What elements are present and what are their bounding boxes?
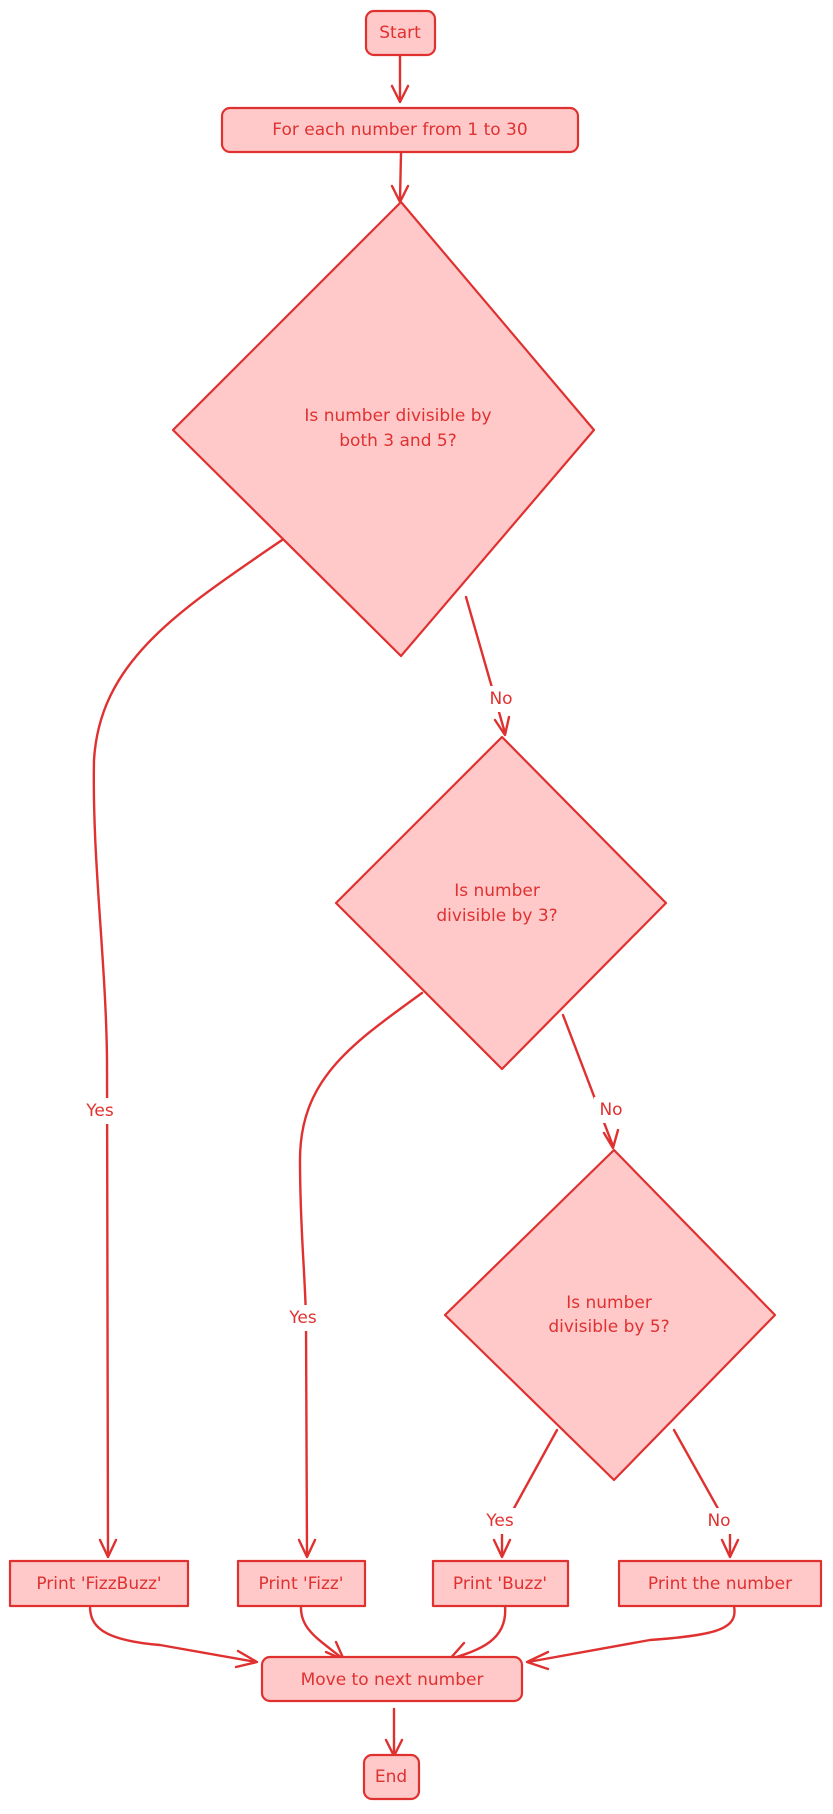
arrow-head [492,1538,512,1559]
print-buzz-node[interactable]: Print 'Buzz' [431,1559,570,1608]
decision-div5-line2: divisible by 5? [548,1317,669,1337]
loop-node[interactable]: For each number from 1 to 30 [220,106,580,154]
next-number-label: Move to next number [301,1670,484,1690]
edge-div3-yes [298,991,424,1558]
decision-div3-line2: divisible by 3? [436,906,557,926]
arrow-head [602,1128,620,1150]
end-node[interactable]: End [362,1753,421,1801]
edge-label-div5-no: No [707,1511,730,1531]
print-fizz-node[interactable]: Print 'Fizz' [236,1559,367,1608]
edge-label-div3-no: No [599,1100,622,1120]
decision-div5[interactable]: Is number divisible by 5? [443,1148,777,1482]
end-node-label: End [375,1767,407,1787]
print-number-label: Print the number [648,1574,792,1594]
print-buzz-label: Print 'Buzz' [453,1574,547,1594]
decision-div5-line1: Is number [566,1293,652,1313]
next-number-node[interactable]: Move to next number [260,1655,524,1703]
edge-div15-yes [92,536,287,1558]
edge-loop-to-div15 [398,151,403,202]
edge-label-div15-no: No [489,689,512,709]
decision-div3[interactable]: Is number divisible by 3? [334,735,668,1071]
edge-div5-yes [500,1428,559,1558]
arrow-head [525,1650,550,1671]
decision-div15-line1: Is number divisible by [304,406,491,426]
arrow-head [234,1649,259,1669]
start-node-label: Start [379,23,421,43]
edge-number-to-next [526,1604,736,1664]
edge-div3-no [561,1013,615,1148]
arrow-head [493,715,511,737]
arrow-head [98,1538,118,1559]
edge-label-div5-yes: Yes [485,1511,514,1531]
start-node[interactable]: Start [364,9,437,57]
arrow-head [297,1538,317,1559]
loop-node-label: For each number from 1 to 30 [272,120,527,140]
edge-div5-no [672,1428,732,1558]
nodes: Start For each number from 1 to 30 Is nu… [8,9,823,1801]
edge-fizz-to-next [299,1604,345,1661]
decision-div15[interactable]: Is number divisible by both 3 and 5? [171,200,596,658]
edge-label-div3-yes: Yes [288,1308,317,1328]
decision-div15-line2: both 3 and 5? [339,431,456,451]
decision-div3-line1: Is number [454,881,540,901]
print-fizzbuzz-node[interactable]: Print 'FizzBuzz' [8,1559,190,1608]
print-fizz-label: Print 'Fizz' [259,1574,344,1594]
arrow-head [390,84,410,104]
edge-labels: Yes No Yes No Yes No [80,686,736,1534]
arrow-head [720,1538,740,1559]
edge-label-div15-yes: Yes [85,1101,114,1121]
edge-fizzbuzz-to-next [88,1604,258,1664]
print-fizzbuzz-label: Print 'FizzBuzz' [36,1574,161,1594]
print-number-node[interactable]: Print the number [617,1559,823,1608]
edge-div15-no [464,595,507,735]
